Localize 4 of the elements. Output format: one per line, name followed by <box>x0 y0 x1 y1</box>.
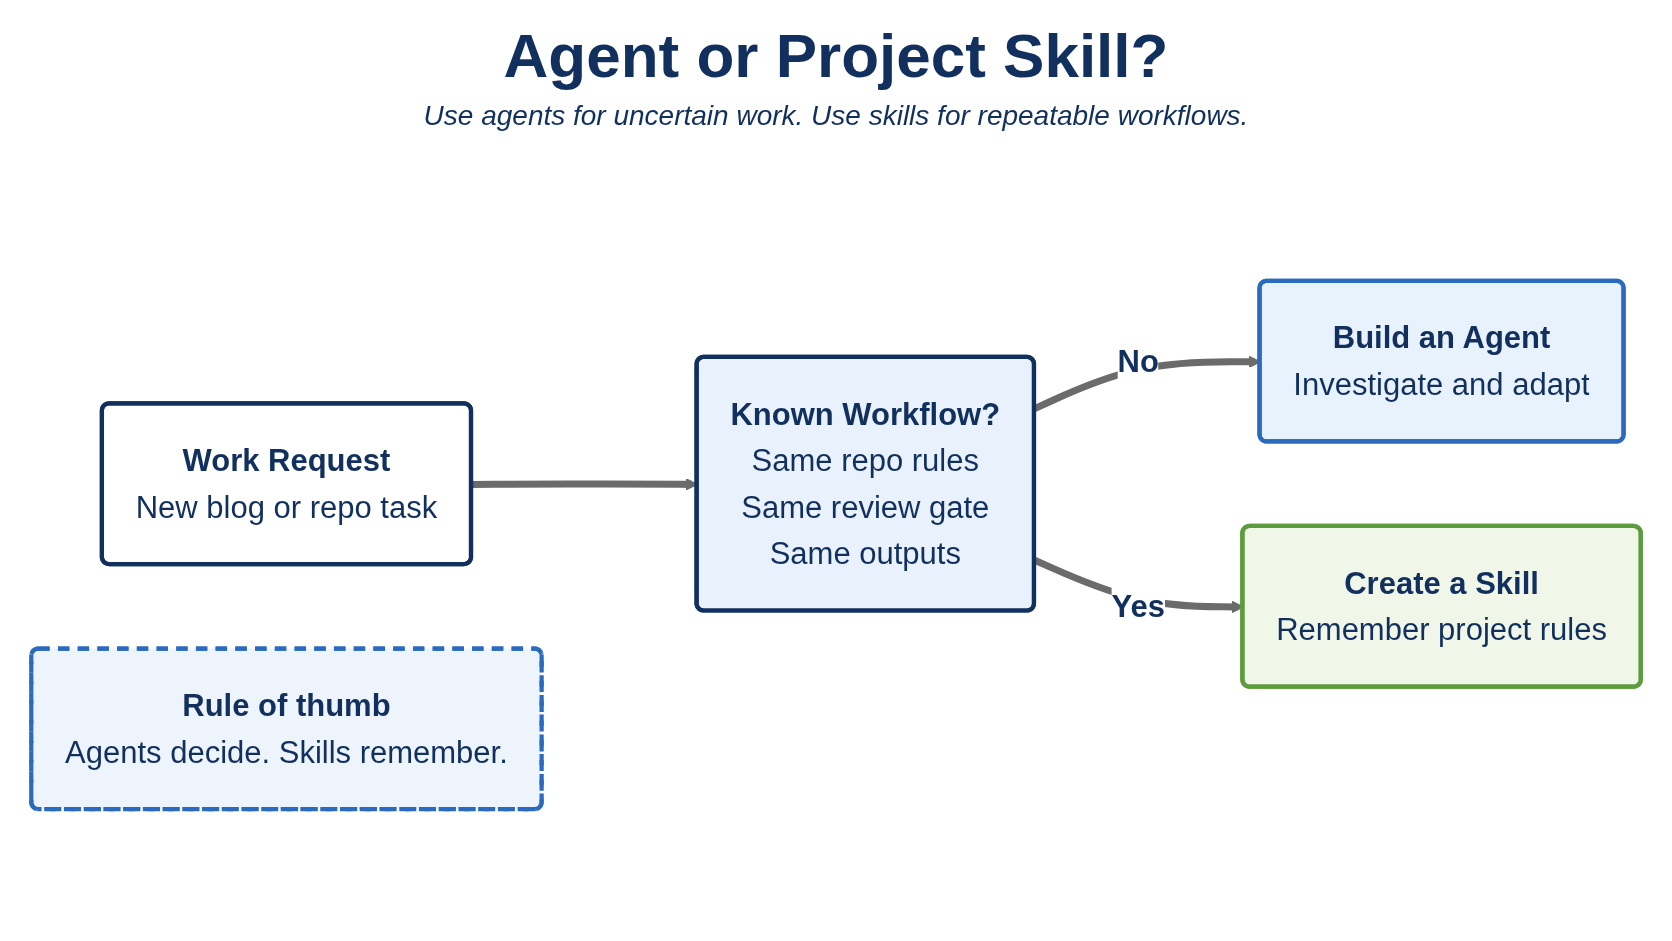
edge-label: Yes <box>1111 588 1165 624</box>
title: Agent or Project Skill? <box>503 22 1169 91</box>
subtitle: Use agents for uncertain work. Use skills for repeatable workflows. <box>423 100 1249 133</box>
edge-label: No <box>1117 343 1159 379</box>
